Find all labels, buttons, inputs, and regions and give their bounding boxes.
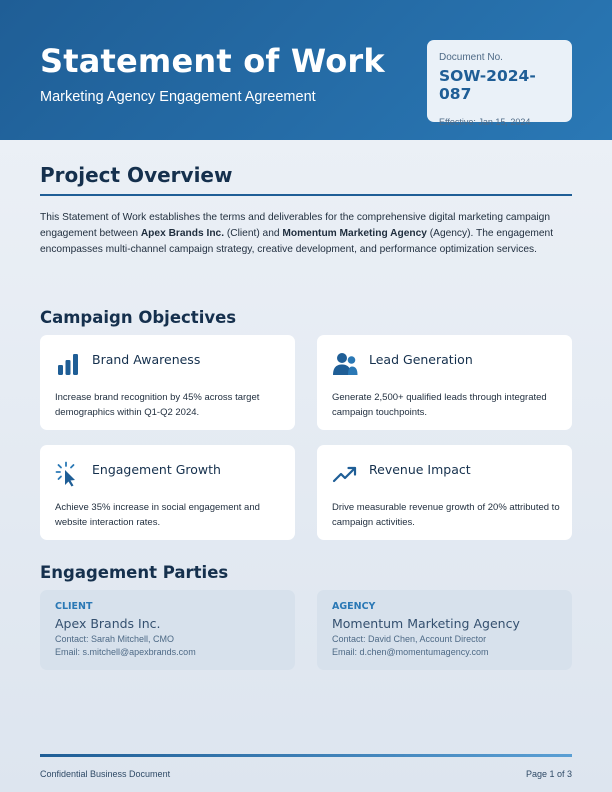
page-number: Page 1 of 3: [525, 769, 572, 779]
objective-title: Engagement Growth: [92, 462, 221, 477]
overview-divider: [40, 194, 572, 196]
objective-title: Brand Awareness: [92, 352, 201, 367]
bar-chart-icon: [58, 354, 78, 375]
agency-party-card: AGENCY Momentum Marketing Agency Contact…: [317, 590, 572, 670]
objective-description: Drive measurable revenue growth of 20% a…: [332, 502, 560, 528]
party-email: Email: d.chen@momentumagency.com: [332, 647, 489, 657]
trend-up-icon: [332, 466, 357, 483]
overview-paragraph: This Statement of Work establishes the t…: [40, 212, 554, 255]
document-number: SOW-2024-087: [439, 67, 536, 103]
objective-card-brand-awareness: Brand Awareness Increase brand recogniti…: [40, 335, 295, 430]
document-number-label: Document No.: [439, 52, 503, 63]
users-icon: [333, 353, 358, 375]
party-name: Momentum Marketing Agency: [332, 616, 520, 631]
objective-title: Revenue Impact: [369, 462, 471, 477]
party-contact: Contact: Sarah Mitchell, CMO: [55, 634, 175, 644]
overview-client-name: Apex Brands Inc.: [140, 228, 225, 239]
objective-title: Lead Generation: [369, 352, 473, 367]
objective-description: Increase brand recognition by 45% across…: [55, 392, 260, 418]
parties-heading: Engagement Parties: [40, 563, 229, 582]
footer-divider: [40, 754, 572, 757]
objective-card-lead-generation: Lead Generation Generate 2,500+ qualifie…: [317, 335, 572, 430]
document-title: Statement of Work: [40, 42, 385, 80]
party-name: Apex Brands Inc.: [55, 616, 161, 631]
effective-date: Effective: Jan 15, 2024: [439, 117, 531, 127]
party-role: AGENCY: [332, 601, 376, 612]
footer-confidential-label: Confidential Business Document: [40, 769, 171, 779]
client-party-card: CLIENT Apex Brands Inc. Contact: Sarah M…: [40, 590, 295, 670]
objectives-heading: Campaign Objectives: [40, 308, 237, 327]
overview-heading: Project Overview: [40, 163, 233, 187]
party-role: CLIENT: [55, 601, 93, 612]
party-email: Email: s.mitchell@apexbrands.com: [55, 647, 196, 657]
click-icon: [55, 461, 75, 487]
document-subtitle: Marketing Agency Engagement Agreement: [40, 89, 316, 105]
party-contact: Contact: David Chen, Account Director: [332, 634, 487, 644]
objective-card-revenue-impact: Revenue Impact Drive measurable revenue …: [317, 445, 572, 540]
objective-description: Achieve 35% increase in social engagemen…: [55, 502, 260, 528]
objective-description: Generate 2,500+ qualified leads through …: [332, 392, 547, 418]
objective-card-engagement-growth: Engagement Growth Achieve 35% increase i…: [40, 445, 295, 540]
document-number-card: Document No. SOW-2024-087 Effective: Jan…: [427, 40, 572, 127]
overview-agency-name: Momentum Marketing Agency: [282, 228, 427, 239]
header-banner: Statement of Work Marketing Agency Engag…: [0, 0, 612, 140]
